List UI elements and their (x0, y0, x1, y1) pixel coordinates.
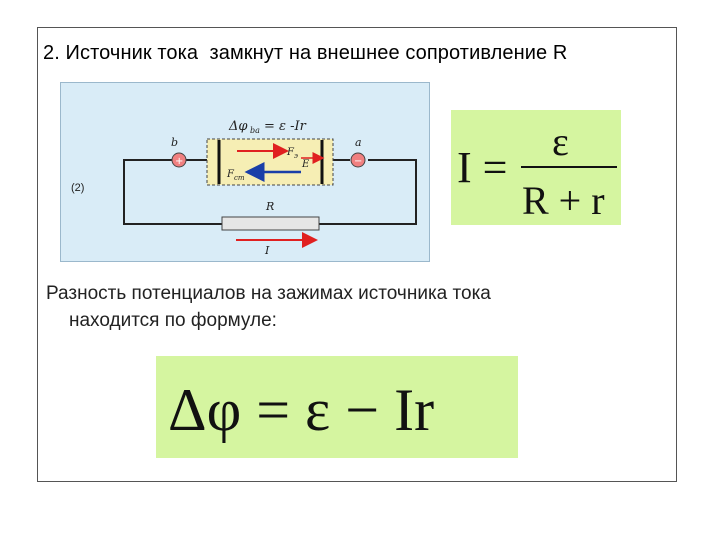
slide-frame (37, 27, 677, 482)
terminal-a-circle (350, 152, 366, 168)
force-external-label: F (226, 169, 235, 180)
force-external-sub: ст (234, 174, 245, 182)
wire-right (319, 159, 417, 225)
case-label: (2) (71, 182, 84, 194)
terminal-b-sign: + (175, 156, 183, 167)
body-text-line-2: находится по формуле: (69, 310, 277, 331)
current-formula-numerator: ε (552, 119, 569, 164)
body-text-line-1: Разность потенциалов на зажимах источник… (46, 283, 491, 304)
force-electric-label: F (286, 147, 295, 158)
emf-formula-sub: ba (250, 126, 260, 135)
force-electric-sub: э (294, 152, 298, 160)
potential-formula: Δφ = ε − Ir (168, 377, 434, 443)
terminal-b-circle (171, 152, 187, 168)
resistor-label: R (265, 200, 274, 213)
current-formula-box: I = ε R + r (451, 110, 621, 225)
wire-left (123, 159, 222, 225)
emf-formula-delta: Δφ (228, 119, 248, 134)
current-formula-svg: I = ε R + r (457, 119, 617, 223)
emf-formula-rest: = ε -Ir (264, 119, 307, 134)
field-label: E (301, 159, 310, 170)
circuit-svg: Δφ ba = ε -Ir F э E F ст b + a − (2) R (71, 119, 417, 257)
circuit-diagram: Δφ ba = ε -Ir F э E F ст b + a − (2) R (60, 82, 430, 262)
potential-formula-svg: Δφ = ε − Ir (168, 377, 434, 443)
terminal-b-label: b (171, 136, 178, 149)
potential-formula-box: Δφ = ε − Ir (156, 356, 518, 458)
current-formula-lhs: I = (457, 143, 507, 192)
slide-heading: 2. Источник тока замкнут на внешнее сопр… (43, 42, 568, 64)
terminal-a-sign: − (354, 156, 362, 167)
terminal-a-label: a (355, 136, 362, 149)
resistor (221, 216, 320, 231)
source-body (206, 138, 334, 186)
current-formula-denominator: R + r (522, 178, 605, 223)
current-label: I (264, 244, 270, 257)
